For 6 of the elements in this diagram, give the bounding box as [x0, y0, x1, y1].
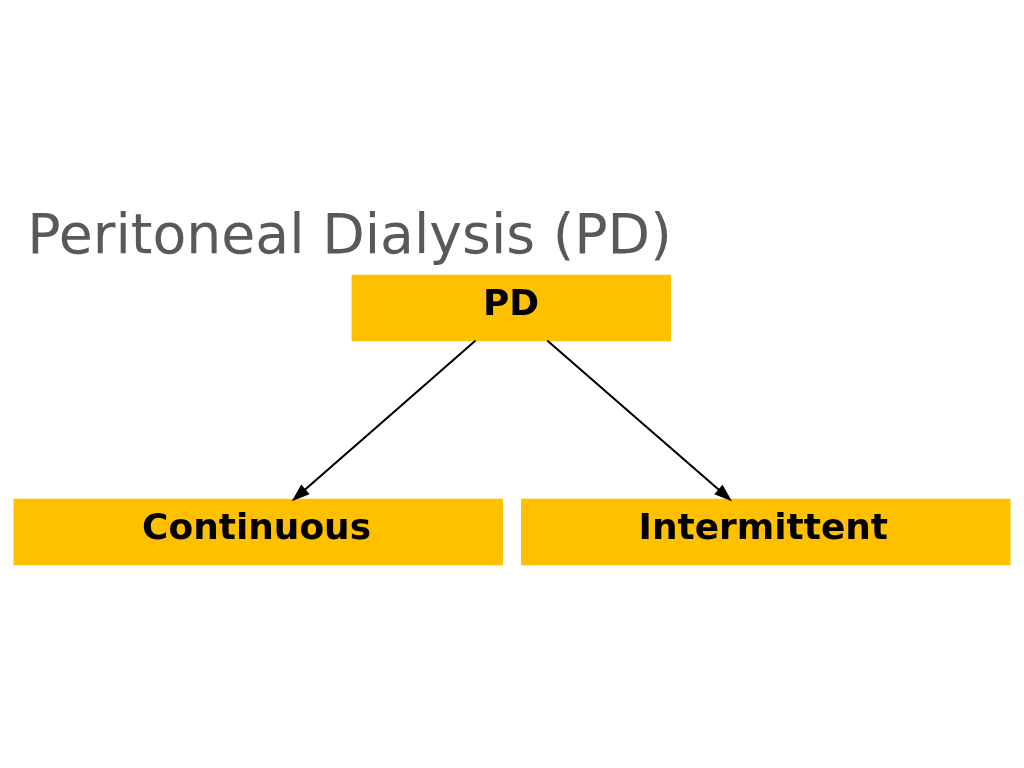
node-box: Intermittent: [521, 498, 1011, 566]
arrow: [546, 339, 732, 502]
arrow: [291, 339, 477, 502]
node-box: Continuous: [13, 498, 503, 566]
node-box: PD: [351, 274, 672, 342]
diagram-title: Peritoneal Dialysis (PD): [27, 202, 672, 267]
